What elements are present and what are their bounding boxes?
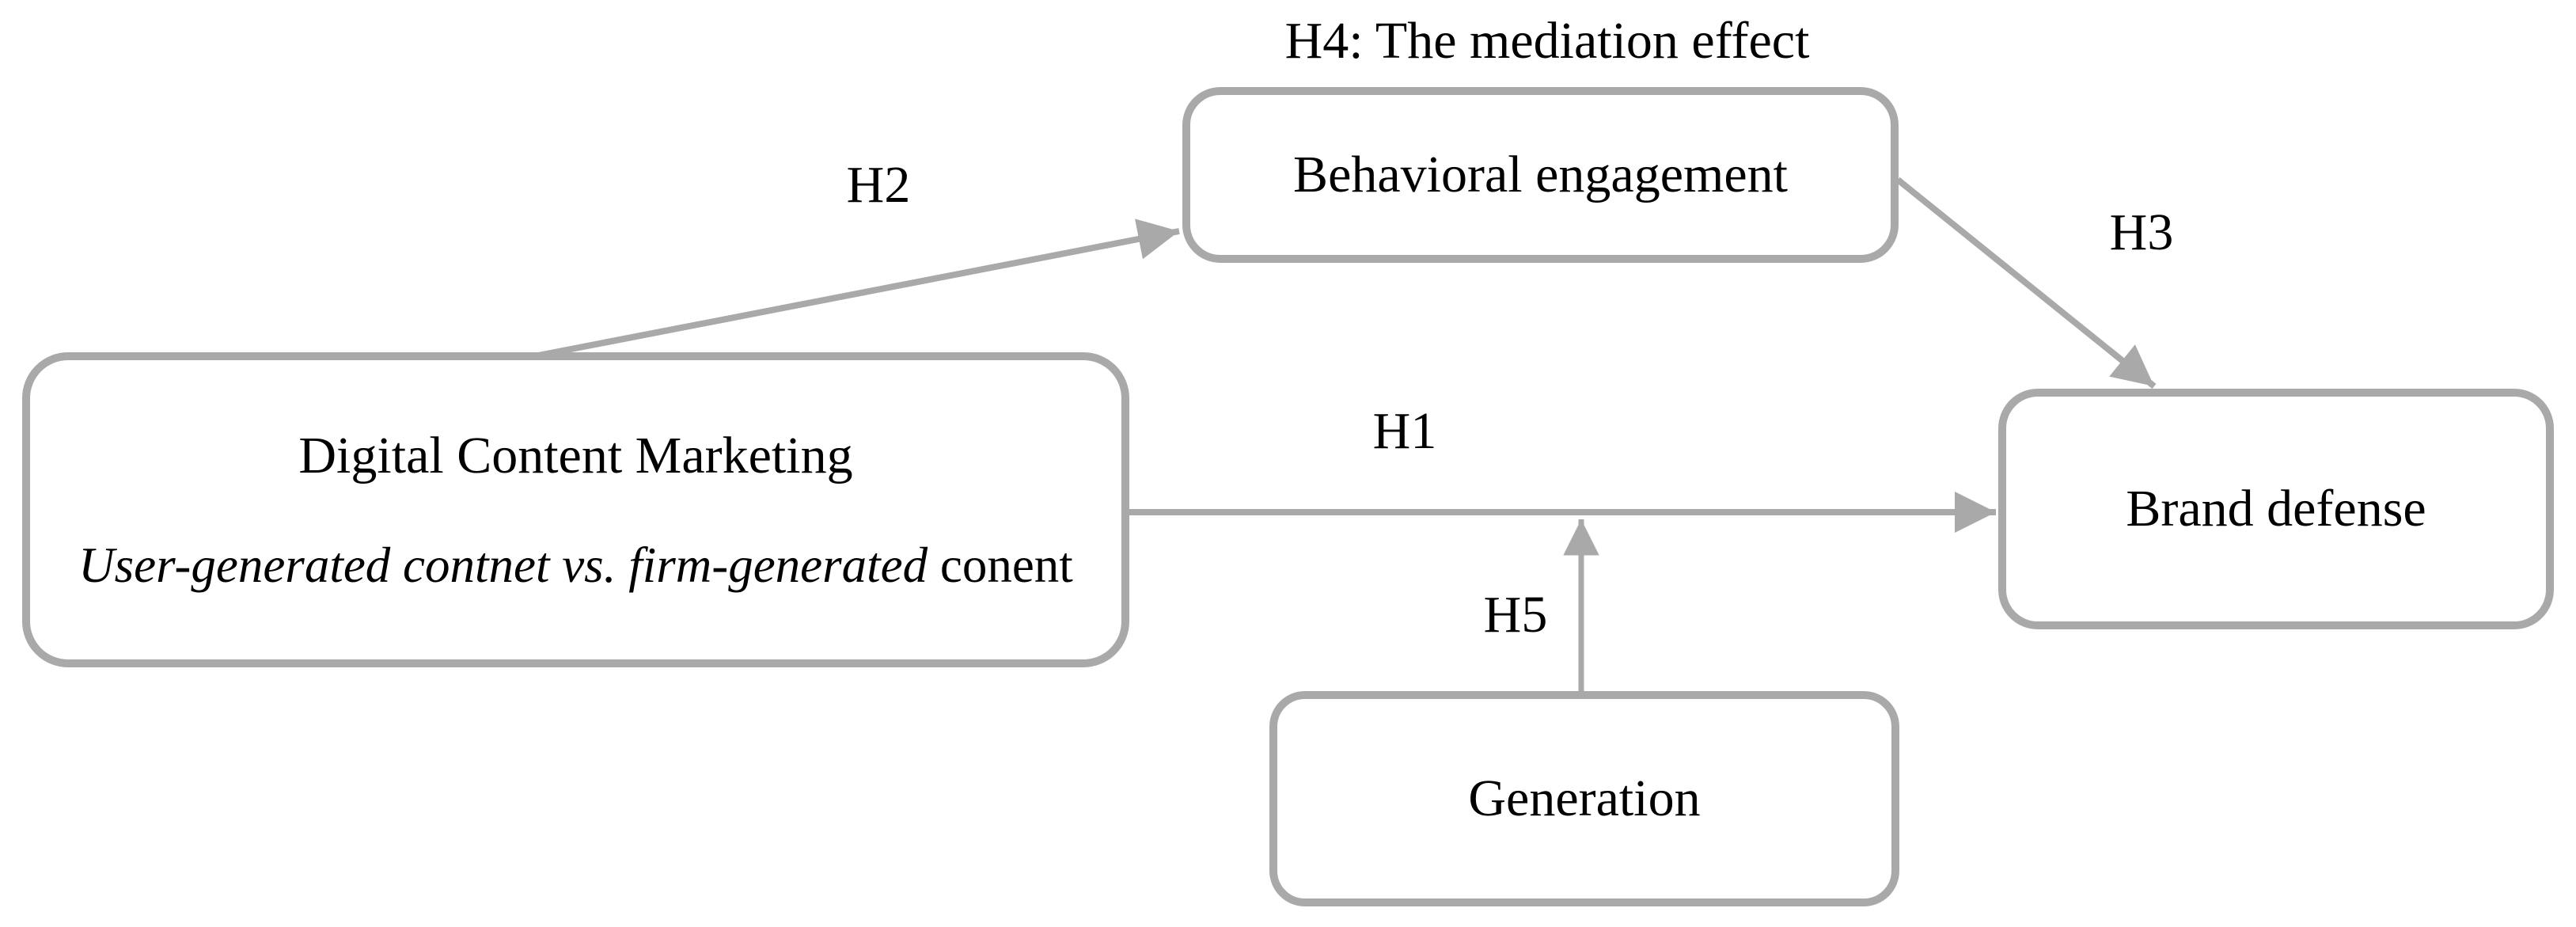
node-dcm-title: Digital Content Marketing — [298, 427, 853, 485]
mediation-annotation-h4: H4: The mediation effect — [1284, 12, 1810, 70]
node-behavioral-engagement: Behavioral engagement — [1182, 87, 1899, 263]
arrow-h2 — [533, 218, 1180, 359]
edge-label-h2: H2 — [846, 156, 911, 214]
node-generation-label: Generation — [1468, 769, 1701, 828]
node-behavioral-engagement-label: Behavioral engagement — [1293, 146, 1788, 204]
edge-label-h5: H5 — [1483, 586, 1548, 644]
node-digital-content-marketing: Digital Content Marketing User-generated… — [22, 352, 1129, 667]
node-generation: Generation — [1269, 691, 1899, 906]
node-dcm-subtitle-italic: User-generated contnet vs. firm-generate… — [78, 537, 928, 593]
node-brand-defense-label: Brand defense — [2126, 480, 2426, 538]
node-brand-defense: Brand defense — [1998, 389, 2554, 629]
node-dcm-subtitle: User-generated contnet vs. firm-generate… — [78, 539, 1073, 591]
edge-label-h3: H3 — [2109, 203, 2174, 261]
edge-label-h1: H1 — [1372, 402, 1437, 460]
arrow-h3 — [1895, 177, 2157, 389]
node-dcm-subtitle-tail: conent — [928, 537, 1073, 593]
